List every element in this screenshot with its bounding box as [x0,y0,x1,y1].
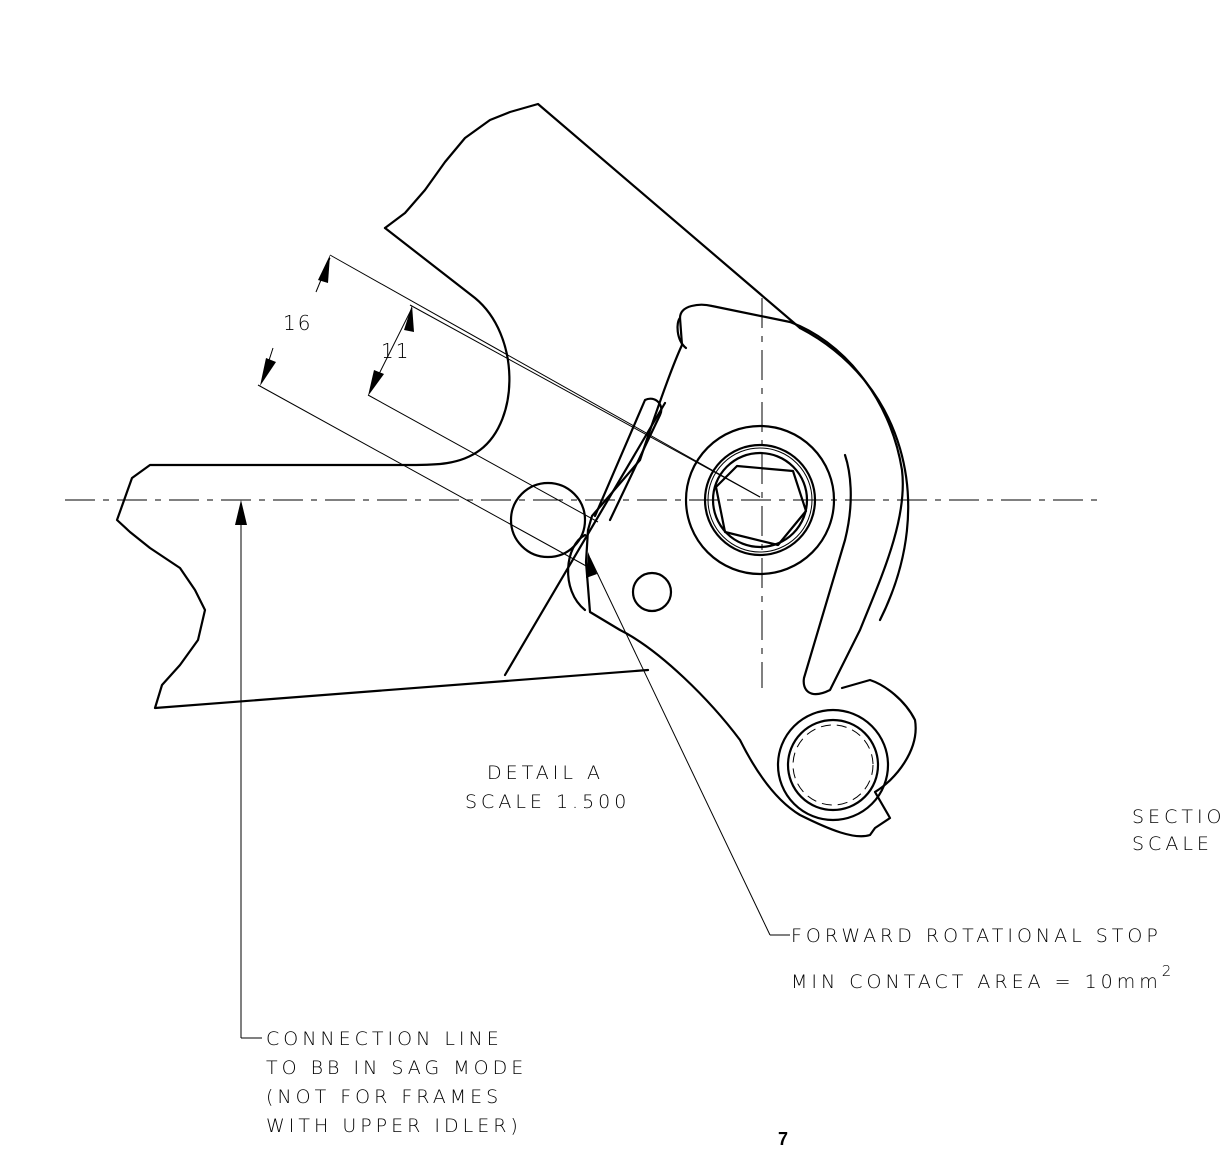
frame-slot [115,226,650,710]
dim-16-arrow-down [260,358,276,386]
hanger-lip [567,533,587,612]
hanger-inner-edge [593,397,663,522]
section-label-line2: SCALE [1132,833,1213,855]
rotational-stop-circle [509,481,587,559]
connection-arrow [235,500,247,525]
dim-16-arrow-up [318,255,330,283]
stop-callout-line1: FORWARD ROTATIONAL STOP [791,925,1162,947]
dim-11-arrow-up [404,305,414,332]
frame-outline [383,102,802,330]
hanger-outer-arc [798,326,910,622]
hanger-outline [678,303,904,696]
stop-callout-line2: MIN CONTACT AREA = 10mm2 [791,962,1175,993]
bolt-head [711,451,809,549]
small-hole [631,571,673,613]
page-number: 7 [778,1129,789,1149]
dim-11-label: 11 [381,339,410,363]
dim-16-extension-bottom [257,384,589,568]
connection-callout-line4: WITH UPPER IDLER) [266,1115,522,1137]
stop-callout-line2-text: MIN CONTACT AREA = 10mm [791,971,1162,993]
hanger-hook [676,316,688,350]
connection-callout-line1: CONNECTION LINE [266,1028,503,1050]
dim-16-extension-top [329,254,761,498]
detail-title: DETAIL A [487,762,604,784]
lower-mount-inner [786,718,880,812]
connection-callout-line2: TO BB IN SAG MODE [266,1057,527,1079]
hex-socket-icon [714,464,808,547]
stop-leader-diagonal [589,557,771,936]
dim-16-label: 16 [283,311,312,335]
stop-callout-superscript: 2 [1162,962,1176,980]
connection-callout-line3: (NOT FOR FRAMES [266,1086,502,1108]
hanger-body [584,316,917,838]
dim-11-extension-top [409,304,761,498]
lower-mount-hidden [792,724,874,806]
lower-mount-outer [776,708,890,822]
dim-11-extension-bottom [367,394,599,523]
detail-scale: SCALE 1.500 [465,791,630,813]
bolt-washer-inner [707,447,813,553]
bolt-washer [703,443,817,557]
dim-11-arrow-down [368,370,384,396]
section-label-line1: SECTIO [1132,806,1220,828]
bolt-outer-ring [684,424,836,576]
stop-arrow [586,552,597,578]
frame-inner-edge [503,401,667,677]
